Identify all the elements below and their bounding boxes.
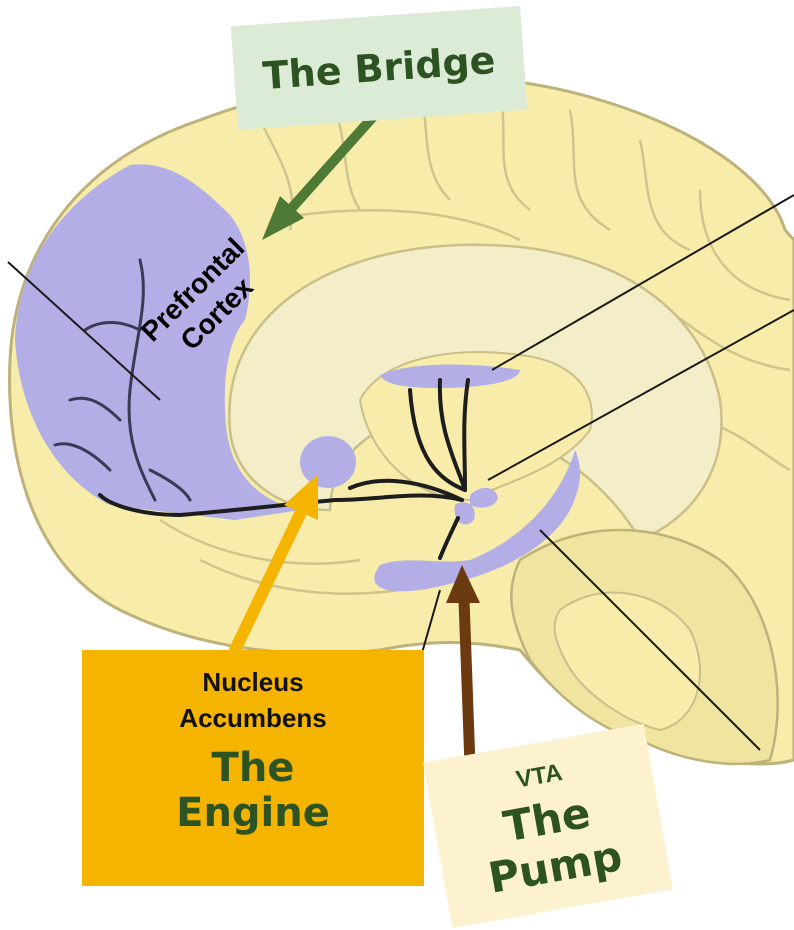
engine-role: The Engine xyxy=(82,746,424,836)
nucleus-accumbens-label-box: Nucleus Accumbens The Engine xyxy=(82,650,424,886)
nucleus-accumbens-name: Nucleus Accumbens xyxy=(82,664,424,736)
nucleus-accumbens-region xyxy=(300,436,356,488)
nucleus-label-line1: Nucleus xyxy=(82,664,424,700)
engine-label-line2: Engine xyxy=(82,791,424,836)
bridge-label: The Bridge xyxy=(261,38,496,98)
bridge-label-box: The Bridge xyxy=(231,6,528,130)
engine-label-line1: The xyxy=(82,746,424,791)
nucleus-label-line2: Accumbens xyxy=(82,700,424,736)
pump-arrow xyxy=(446,565,480,765)
